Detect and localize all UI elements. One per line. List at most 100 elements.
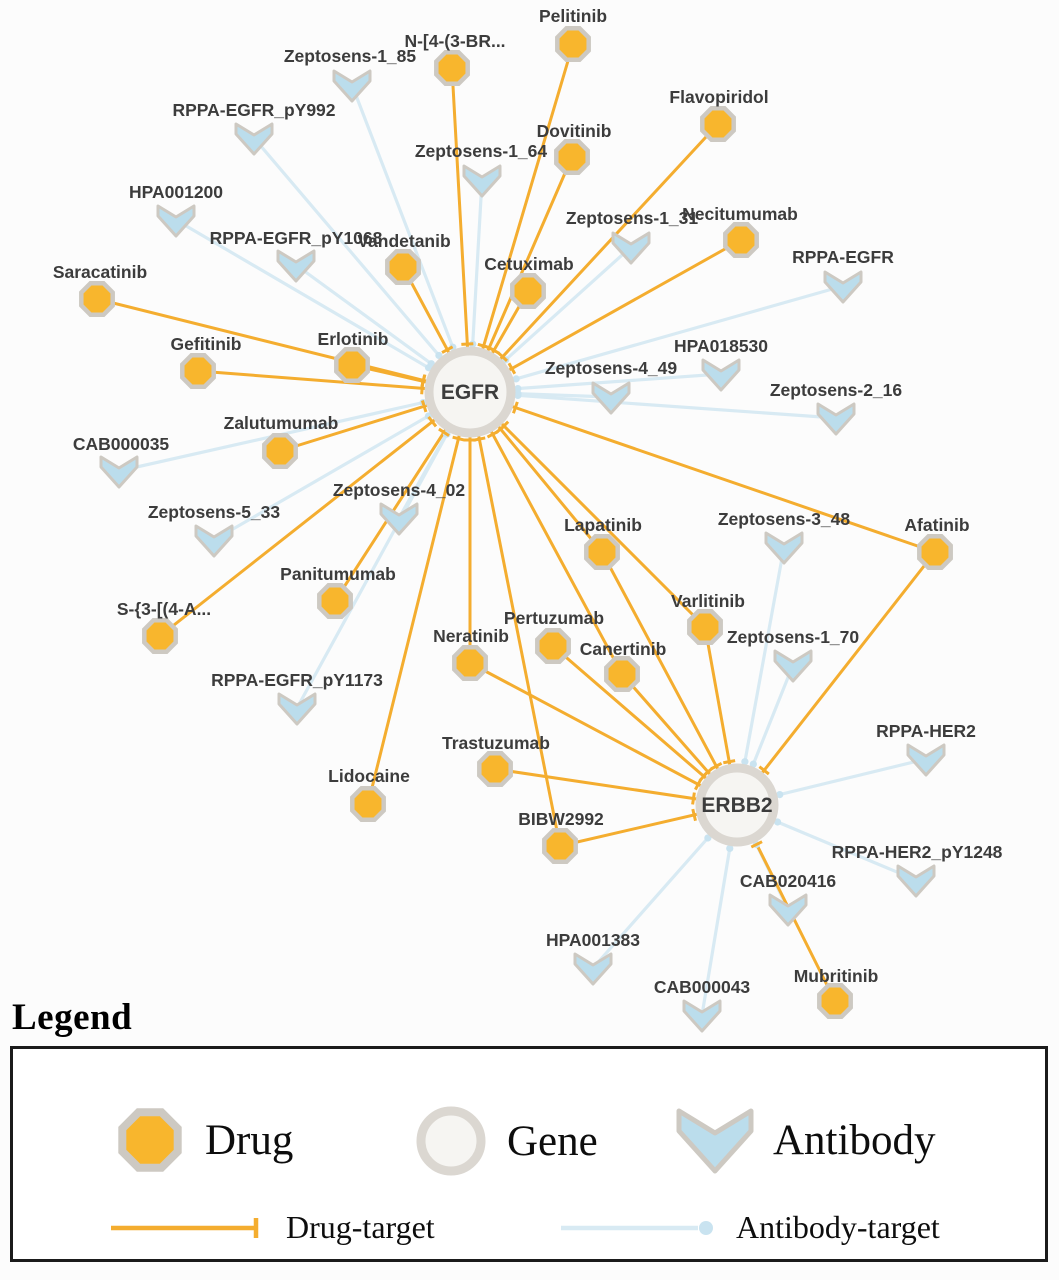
node-label: Afatinib [904,515,969,535]
node-label: RPPA-HER2_pY1248 [832,842,1003,862]
drug-node-canertinib[interactable] [604,656,640,692]
edge-egfr-zeptosens-2-16 [468,390,838,420]
drug-node-vandetanib[interactable] [385,249,421,285]
gene-node-erbb2[interactable]: ERBB2 [695,763,779,847]
antibody-node-rppa-egfr-py1173[interactable] [277,692,317,726]
drug-node-varlitinib[interactable] [687,609,723,645]
drug-node-afatinib[interactable] [917,534,953,570]
antibody-node-zeptosens-5-33[interactable] [194,524,234,558]
drug-node-lapatinib[interactable] [584,534,620,570]
drug-node-erlotinib[interactable] [334,347,370,383]
drug-target-tack [694,778,703,791]
antibody-node-cab020416[interactable] [768,893,808,927]
drug-target-tack [438,427,450,437]
drug-node-panitumumab[interactable] [317,583,353,619]
antibody-node-hpa001383[interactable] [573,952,613,986]
antibody-node-rppa-egfr-py1068[interactable] [276,249,316,283]
edge-egfr-flavopiridol [468,122,720,394]
node-label: Lidocaine [328,766,410,786]
drug-target-tack [512,401,519,414]
drug-node-bibw2992[interactable] [542,828,578,864]
drug-octagon [510,273,546,309]
antibody-node-rppa-egfr[interactable] [823,270,863,304]
drug-target-tack [461,342,474,346]
antibody-chevron [816,402,856,436]
edge-erbb2-lapatinib [600,550,739,807]
drug-node-n4-3br[interactable] [434,50,470,86]
antibody-node-zeptosens-1-64[interactable] [462,164,502,198]
antibody-chevron [277,692,317,726]
antibody-target-edge-icon [561,1220,713,1235]
node-label: RPPA-EGFR_pY992 [172,100,335,120]
legend-item-antibody-target: Antibody-target [558,1209,940,1246]
node-label: N-[4-(3-BR... [404,31,505,51]
drug-node-s3-4a[interactable] [142,618,178,654]
node-label: Zeptosens-1_31 [566,208,699,228]
legend-item-gene: Gene [411,1101,598,1181]
node-label: Necitumumab [682,204,798,224]
drug-node-lidocaine[interactable] [350,786,386,822]
drug-octagon [350,786,386,822]
edge-erbb2-neratinib [468,661,739,807]
antibody-node-zeptosens-4-49[interactable] [591,381,631,415]
antibody-node-rppa-egfr-py992[interactable] [234,122,274,156]
node-label: Zalutumumab [224,413,339,433]
antibody-node-cab000035[interactable] [99,455,139,489]
legend-label-gene: Gene [507,1117,598,1165]
node-label: Zeptosens-4_49 [545,358,678,378]
antibody-node-zeptosens-1-70[interactable] [773,649,813,683]
antibody-node-zeptosens-3-48[interactable] [764,531,804,565]
gene-label: ERBB2 [701,794,772,817]
drug-octagon [817,983,853,1019]
node-label: Varlitinib [671,591,745,611]
drug-node-mubritinib[interactable] [817,983,853,1019]
node-label: Zeptosens-3_48 [718,509,851,529]
drug-octagon [79,281,115,317]
drug-node-dovitinib[interactable] [554,139,590,175]
antibody-chevron [276,249,316,283]
labels-layer: PelitinibN-[4-(3-BR...DovitinibFlavopiri… [53,6,1003,997]
antibody-node-rppa-her2[interactable] [906,743,946,777]
drug-node-flavopiridol[interactable] [700,106,736,142]
antibody-node-rppa-her2-py1248[interactable] [896,864,936,898]
drug-target-tack [486,430,499,439]
drug-target-tack [427,416,438,428]
antibody-chevron [379,502,419,536]
edge-egfr-bibw2992 [468,390,562,848]
legend-title: Legend [12,997,133,1038]
drug-node-pertuzumab[interactable] [535,628,571,664]
antibody-node-hpa018530[interactable] [701,358,741,392]
antibody-node-cab000043[interactable] [682,999,722,1033]
drug-octagon [452,645,488,681]
drug-node-gefitinib[interactable] [180,353,216,389]
drug-target-tack [420,375,427,388]
antibody-node-zeptosens-1-31[interactable] [611,231,651,265]
drug-node-zalutumumab[interactable] [262,433,298,469]
drug-octagon [554,139,590,175]
drug-target-tack [497,351,509,362]
antibody-target-dot [514,391,522,400]
antibody-node-zeptosens-2-16[interactable] [816,402,856,436]
edge-egfr-s3-4a [158,390,472,638]
node-label: Trastuzumab [442,733,550,753]
antibody-target-dot [741,758,749,766]
drug-node-pelitinib[interactable] [555,26,591,62]
antibody-node-hpa001200[interactable] [156,204,196,238]
drug-octagon [262,433,298,469]
drug-node-saracatinib[interactable] [79,281,115,317]
drug-node-necitumumab[interactable] [723,222,759,258]
drug-node-trastuzumab[interactable] [477,751,513,787]
antibody-node-zeptosens-4-02[interactable] [379,502,419,536]
drug-target-tack [441,345,454,354]
drug-node-cetuximab[interactable] [510,273,546,309]
gene-node-egfr[interactable]: EGFR [424,346,516,438]
node-label: Zeptosens-2_16 [770,380,903,400]
antibody-chevron [332,69,372,103]
antibody-chevron [906,743,946,777]
edge-egfr-rppa-egfr [468,284,845,394]
antibody-node-zeptosens-1-85[interactable] [332,69,372,103]
drug-target-tack [487,346,500,355]
legend-item-drug: Drug [111,1101,293,1179]
drug-node-neratinib[interactable] [452,645,488,681]
